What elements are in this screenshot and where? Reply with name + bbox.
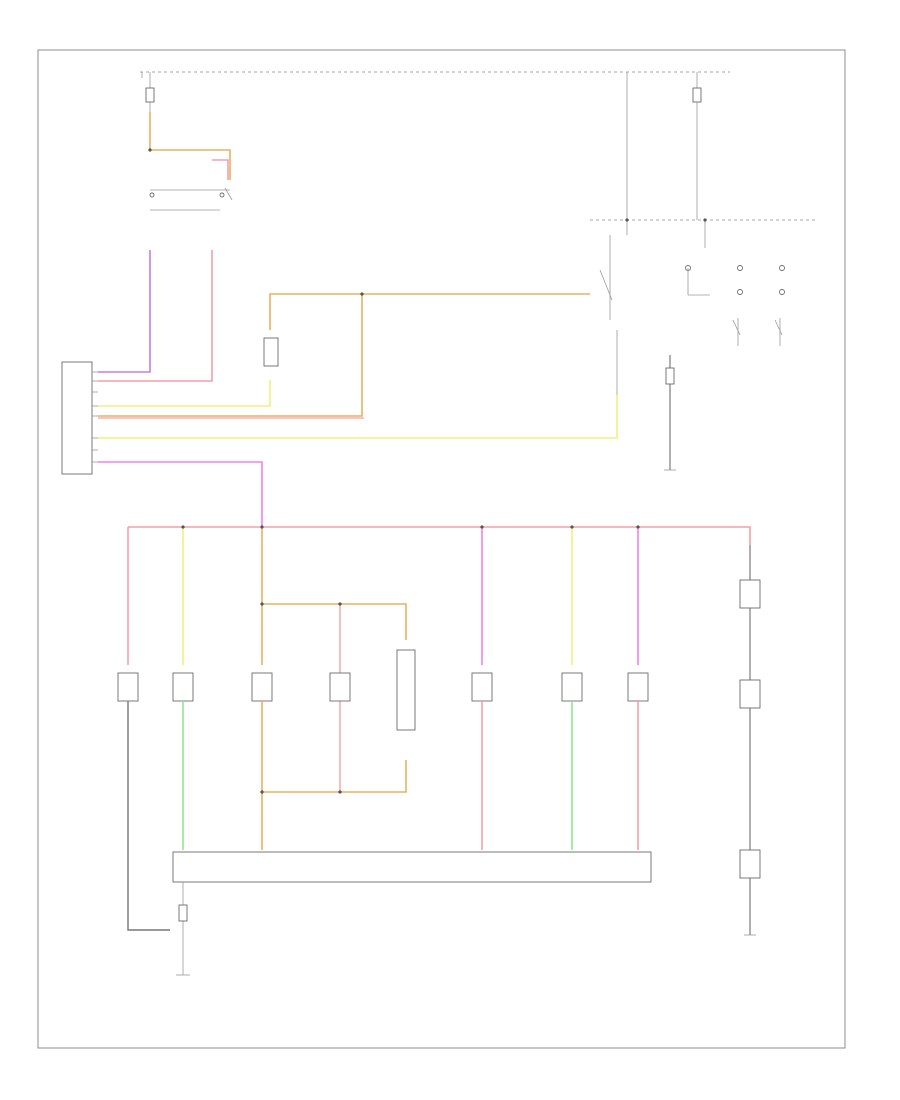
switch-8: [627, 672, 649, 702]
wire-orange-top: [149, 112, 231, 180]
control-module-pins: [92, 371, 98, 463]
wire-orange-416: [98, 294, 363, 417]
ground-bottom-left: [176, 904, 190, 976]
ground-right-middle: [664, 355, 676, 471]
switch-6: [471, 672, 493, 702]
diagram-frame: [37, 49, 846, 1049]
switch-2: [172, 672, 194, 702]
switch-4: [329, 672, 351, 702]
wire-black-left-drop: [127, 701, 170, 931]
relay-column-right: [739, 545, 761, 936]
wire-yellow-438: [98, 395, 618, 439]
switch-7: [561, 672, 583, 702]
wire-orange-loop-bottom: [262, 760, 407, 793]
sensor-switch-center: [263, 337, 279, 367]
connector-bottom: [172, 851, 652, 883]
wire-pink-left: [98, 250, 213, 382]
junction-dots: [148, 148, 707, 794]
wire-pink-bus: [128, 526, 751, 545]
switch-row: [117, 649, 649, 731]
switch-5: [396, 649, 416, 731]
fuse-top-left: [141, 72, 155, 112]
switch-1: [117, 672, 139, 702]
wire-orange-294: [269, 293, 590, 330]
wire-pink-top: [212, 159, 229, 180]
wire-magenta-462: [98, 461, 263, 527]
switch-3: [251, 672, 273, 702]
wire-yellow-406: [98, 380, 271, 407]
combination-switch-right: [599, 72, 785, 395]
control-module: [61, 361, 93, 475]
wire-orange-loop: [262, 603, 407, 640]
wire-violet-left: [98, 250, 151, 373]
ignition-switch-block: [149, 187, 233, 211]
